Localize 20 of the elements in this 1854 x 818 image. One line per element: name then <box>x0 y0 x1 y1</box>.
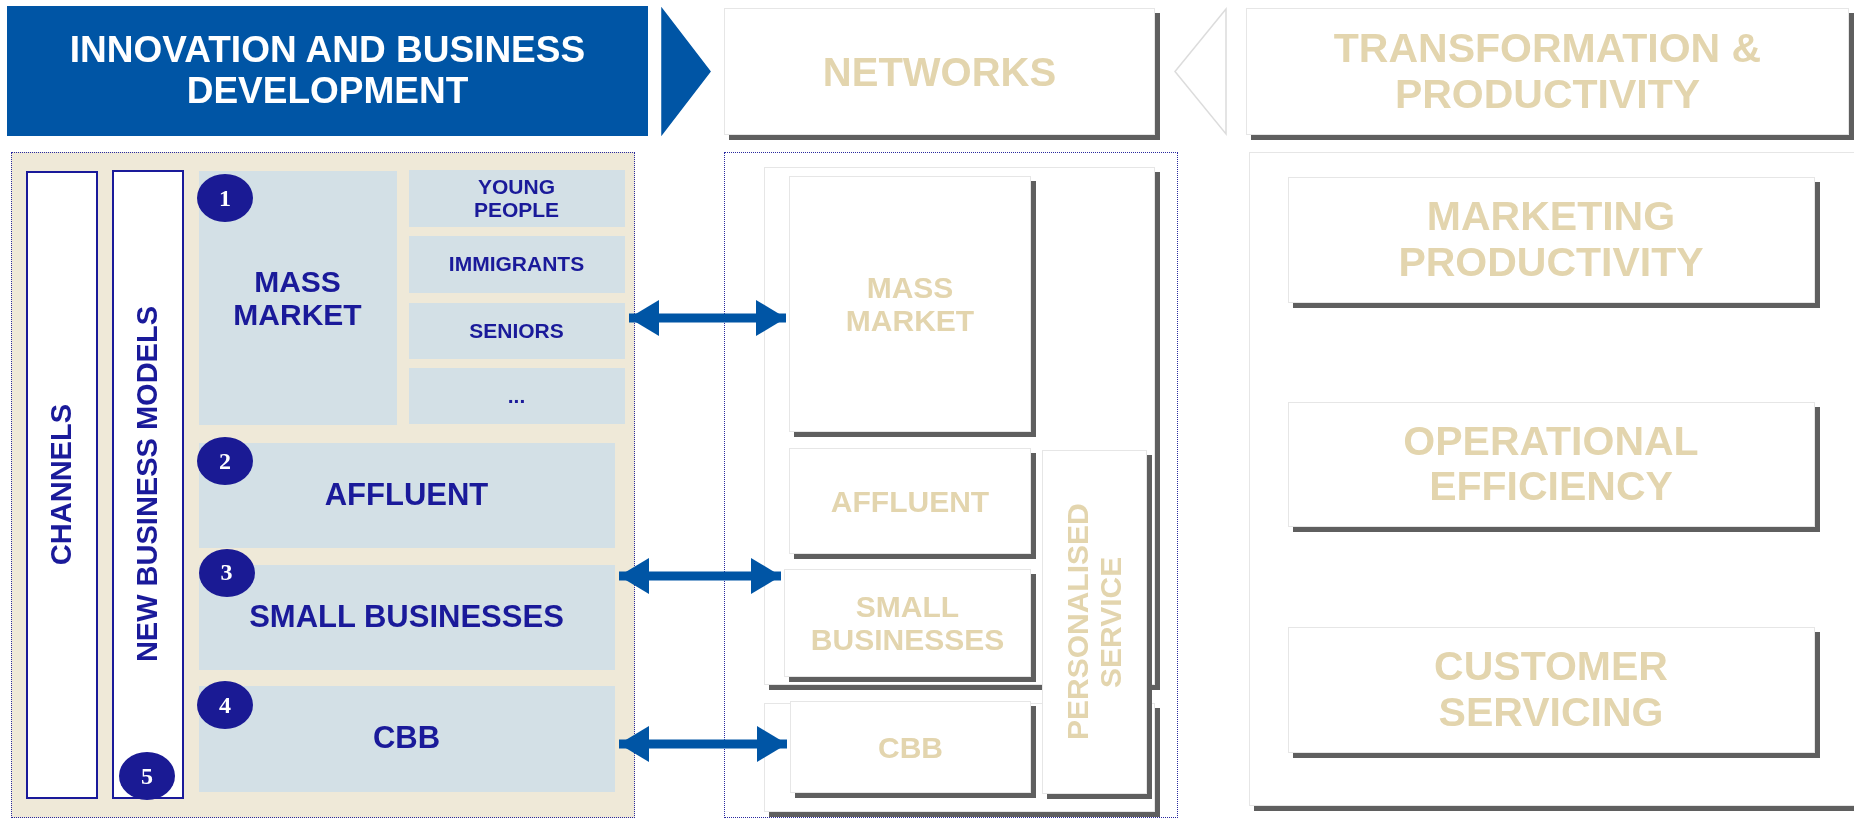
chevron-arrow <box>661 6 711 137</box>
segment-box: SENIORS <box>408 302 625 359</box>
segment-box: 1 MASS MARKET <box>198 170 397 425</box>
chevron-arrow <box>1174 6 1227 137</box>
panel-background <box>11 152 635 818</box>
number-badge: 3 <box>198 548 255 597</box>
panel-background <box>724 152 1178 818</box>
number-badge: 2 <box>197 437 253 485</box>
double-arrow <box>619 726 787 762</box>
segment-box: ... <box>408 367 625 424</box>
segment-box: IMMIGRANTS <box>408 235 625 293</box>
number-badge: 4 <box>197 681 253 729</box>
vertical-bar: CHANNELS <box>25 170 98 799</box>
header-banner: INNOVATION AND BUSINESS DEVELOPMENT <box>7 6 648 136</box>
double-arrow <box>619 558 781 594</box>
segment-box: YOUNG PEOPLE <box>408 169 625 227</box>
vertical-bar: 5 NEW BUSINESS MODELS <box>111 169 184 799</box>
number-badge: 1 <box>197 174 253 222</box>
number-badge: 5 <box>119 752 175 800</box>
double-arrow <box>629 300 786 336</box>
